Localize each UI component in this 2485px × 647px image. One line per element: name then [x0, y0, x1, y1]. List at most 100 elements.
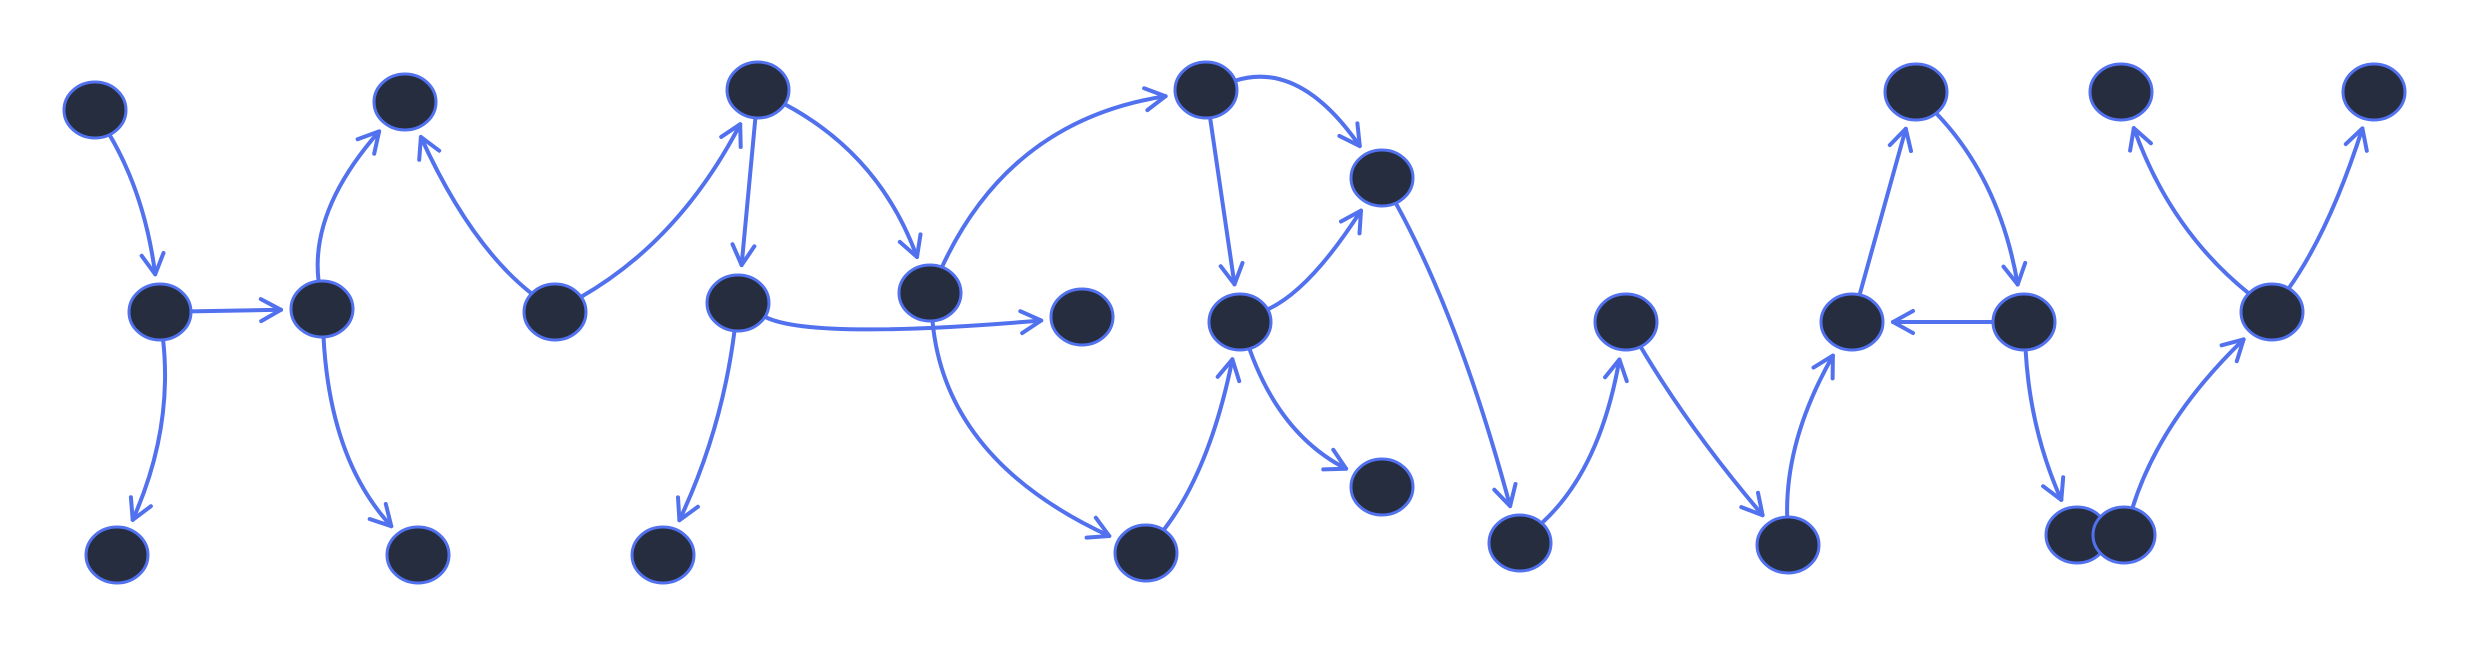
node-circle	[725, 60, 791, 120]
node-circle	[1113, 523, 1179, 583]
arrowhead	[2041, 475, 2066, 502]
edge-n26-n25	[2128, 126, 2251, 296]
edge-line	[2130, 337, 2246, 511]
node-circle	[2091, 505, 2157, 565]
node-circle	[289, 279, 355, 339]
node-n2	[127, 282, 193, 342]
node-circle	[385, 525, 451, 585]
edge-line	[1265, 208, 1363, 312]
edge-n10-n13	[939, 86, 1168, 270]
node-circle	[2239, 282, 2305, 342]
node-circle	[705, 273, 771, 333]
edge-n7-n5	[417, 135, 534, 296]
arrowhead	[2219, 337, 2246, 364]
edge-line	[1638, 344, 1765, 518]
arrowhead	[1339, 208, 1363, 236]
edge-n19-n20	[1638, 344, 1765, 518]
edge-line	[2131, 126, 2251, 296]
node-circle	[630, 525, 696, 585]
edge-line	[930, 318, 1112, 538]
arrowhead	[676, 495, 700, 523]
edge-line	[939, 94, 1168, 270]
edge-line	[1857, 126, 1908, 297]
edge-n16-n15	[1161, 357, 1242, 532]
arrowhead	[1739, 490, 1765, 518]
nodes-layer	[62, 60, 2407, 585]
edge-n1-n2	[107, 132, 166, 277]
edge-n13-n14	[1233, 74, 1362, 149]
node-n7	[522, 282, 588, 342]
node-circle	[1349, 148, 1415, 208]
edge-line	[1539, 357, 1622, 526]
node-n10	[897, 263, 963, 323]
arrowhead	[1811, 353, 1835, 381]
arrowhead	[1887, 126, 1913, 153]
node-n22	[1883, 62, 1949, 122]
node-n18	[1487, 513, 1553, 573]
edge-line	[762, 314, 1044, 332]
node-circle	[372, 72, 438, 132]
node-circle	[1173, 60, 1239, 120]
edge-n9-n11	[762, 309, 1044, 336]
node-circle	[2088, 62, 2154, 122]
arrowhead	[128, 495, 153, 522]
node-n28	[2091, 505, 2157, 565]
node-n5	[372, 72, 438, 132]
node-n23	[1991, 292, 2057, 352]
node-circle	[1819, 292, 1885, 352]
edge-line	[1247, 346, 1349, 471]
node-circle	[522, 282, 588, 342]
node-n16	[1113, 523, 1179, 583]
edge-line	[418, 135, 534, 296]
edge-n4-n5	[315, 129, 382, 284]
node-circle	[1755, 515, 1821, 575]
node-n1	[62, 80, 128, 140]
arrowhead	[1492, 482, 1518, 509]
arrowhead	[1321, 447, 1349, 472]
arrowhead	[1215, 357, 1242, 384]
edge-n10-n16	[930, 318, 1112, 540]
arrowhead	[730, 242, 757, 268]
edge-line	[1233, 74, 1362, 149]
node-n3	[84, 525, 150, 585]
arrowhead	[1218, 261, 1245, 287]
node-circle	[1349, 457, 1415, 517]
arrowhead	[897, 232, 923, 259]
arrowhead	[1891, 309, 1915, 335]
edge-line	[1785, 353, 1835, 519]
arrowhead	[1603, 357, 1629, 384]
node-circle	[2341, 62, 2407, 122]
edge-line	[1161, 357, 1235, 532]
node-n13	[1173, 60, 1239, 120]
node-circle	[897, 263, 963, 323]
arrowhead	[2001, 260, 2028, 287]
node-n15	[1207, 292, 1273, 352]
node-circle	[127, 282, 193, 342]
edge-line	[2023, 348, 2064, 502]
node-circle	[1883, 62, 1949, 122]
edges-layer	[107, 74, 2369, 540]
arrowhead	[1084, 515, 1112, 540]
edge-line	[189, 307, 283, 314]
edge-n22-n23	[1934, 111, 2028, 287]
node-n4	[289, 279, 355, 339]
node-n9	[705, 273, 771, 333]
edge-line	[579, 122, 743, 299]
edge-n28-n26	[2130, 337, 2246, 511]
node-n6	[385, 525, 451, 585]
arrowhead	[139, 251, 166, 277]
node-n11	[1049, 287, 1115, 347]
edge-n20-n21	[1785, 353, 1835, 519]
edge-n8-n9	[730, 115, 758, 268]
edge-line	[1934, 111, 2020, 287]
edge-n13-n15	[1208, 115, 1245, 287]
edge-n18-n19	[1539, 357, 1629, 526]
edge-line	[1208, 115, 1237, 287]
edge-n15-n17	[1247, 346, 1349, 472]
node-circle	[1487, 513, 1553, 573]
edge-n23-n24	[2023, 348, 2066, 502]
arrowhead	[1142, 86, 1168, 113]
node-n14	[1349, 148, 1415, 208]
edge-n8-n10	[782, 102, 923, 259]
node-n20	[1755, 515, 1821, 575]
